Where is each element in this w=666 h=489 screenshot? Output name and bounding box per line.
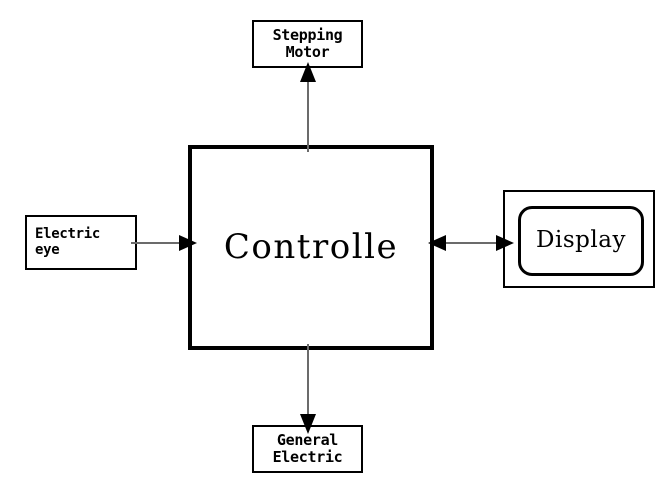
node-general-electric[interactable]: General Electric [252, 425, 363, 473]
arrowhead-down-icon [300, 414, 316, 434]
connector-electric-eye-to-controller [131, 235, 197, 251]
connector-controller-to-display [428, 235, 514, 251]
arrowhead-right-icon [496, 235, 514, 251]
node-controller-label: Controlle [223, 227, 399, 268]
node-electric-eye[interactable]: Electric eye [25, 215, 137, 270]
connector-controller-to-stepping-motor [300, 62, 316, 152]
node-display[interactable]: Display [503, 190, 655, 288]
node-electric-eye-label: Electric eye [35, 225, 101, 258]
node-display-screen: Display [518, 206, 644, 276]
arrowhead-up-icon [300, 62, 316, 82]
node-stepping-motor[interactable]: Stepping Motor [252, 20, 363, 68]
connector-controller-to-general-electric [300, 344, 316, 434]
node-general-electric-label: General Electric [272, 431, 343, 466]
node-controller[interactable]: Controlle [188, 145, 434, 350]
node-display-label: Display [536, 227, 626, 254]
arrowhead-right-icon [179, 235, 197, 251]
arrowhead-left-icon [428, 235, 446, 251]
node-stepping-motor-label: Stepping Motor [272, 26, 343, 61]
